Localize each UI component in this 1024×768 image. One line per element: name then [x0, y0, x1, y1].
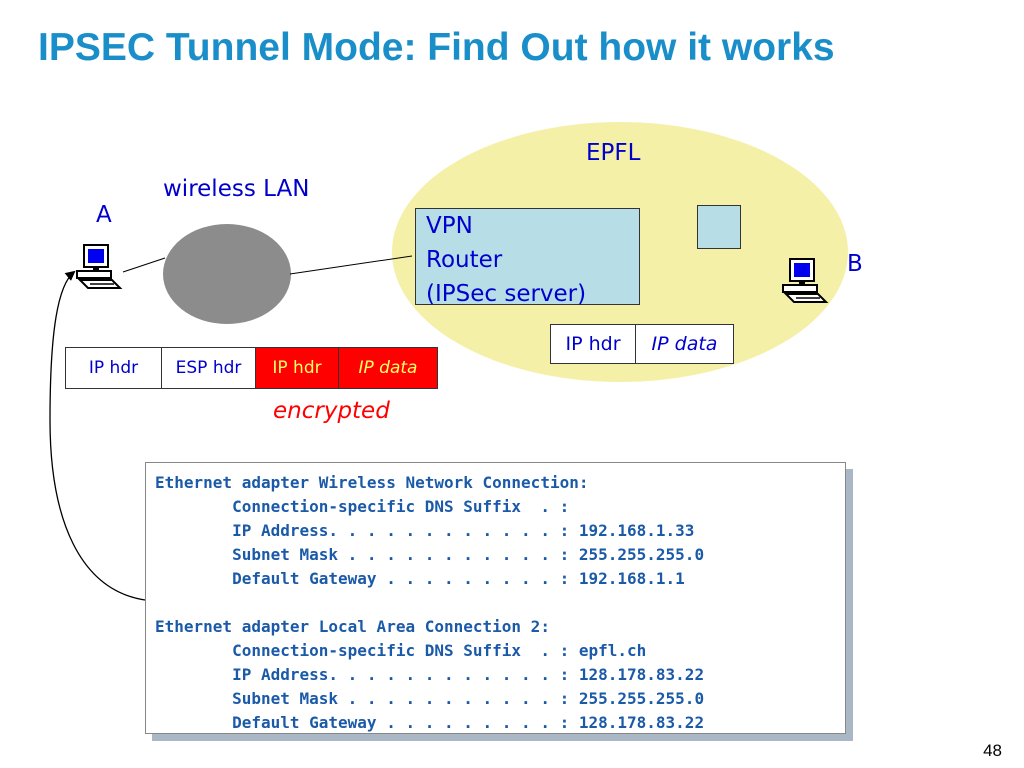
gateway-arrow — [49, 270, 146, 601]
esp-hdr: ESP hdr — [161, 348, 255, 388]
console-line: IP Address. . . . . . . . . . . . : 128.… — [155, 665, 705, 684]
console-line: Ethernet adapter Wireless Network Connec… — [155, 473, 589, 492]
epfl-label: EPFL — [586, 140, 641, 166]
slide-title: IPSEC Tunnel Mode: Find Out how it works — [38, 26, 835, 69]
computer-a-icon — [76, 244, 123, 289]
inner-packet: IP hdr IP data — [550, 324, 734, 364]
link-a-to-wlan — [122, 257, 166, 273]
wireless-lan-label: wireless LAN — [163, 176, 310, 202]
encrypted-ip-data: IP data — [338, 348, 437, 388]
console-line: IP Address. . . . . . . . . . . . : 192.… — [155, 521, 695, 540]
console-line: Default Gateway . . . . . . . . . : 192.… — [155, 569, 685, 588]
encrypted-label: encrypted — [273, 398, 390, 424]
console-line — [155, 591, 845, 615]
console-line: Subnet Mask . . . . . . . . . . . : 255.… — [155, 545, 705, 564]
link-wlan-to-router — [289, 255, 413, 275]
router-line-3: (IPSec server) — [426, 281, 587, 307]
epfl-server-box — [697, 205, 741, 249]
encrypted-ip-hdr: IP hdr — [255, 348, 338, 388]
inner-ip-data: IP data — [635, 325, 733, 363]
console-line: Subnet Mask . . . . . . . . . . . : 255.… — [155, 689, 705, 708]
inner-ip-hdr: IP hdr — [565, 333, 621, 355]
vpn-router-box: VPN Router (IPSec server) — [415, 208, 640, 307]
router-line-1: VPN — [426, 213, 473, 239]
outer-ip-hdr: IP hdr — [88, 358, 139, 378]
router-line-2: Router — [426, 247, 503, 273]
wireless-lan-cloud — [163, 224, 291, 324]
console-line: Connection-specific DNS Suffix . : — [155, 497, 570, 516]
page-number: 48 — [983, 741, 1002, 760]
console-line: Ethernet adapter Local Area Connection 2… — [155, 617, 550, 636]
host-a-label: A — [96, 202, 112, 228]
computer-b-icon — [782, 258, 829, 303]
tunnel-packet: IP hdr ESP hdr IP hdr IP data — [65, 347, 438, 389]
host-b-label: B — [847, 251, 863, 277]
ipconfig-output: Ethernet adapter Wireless Network Connec… — [145, 462, 846, 734]
console-line: Default Gateway . . . . . . . . . : 128.… — [155, 713, 705, 732]
console-line: Connection-specific DNS Suffix . : epfl.… — [155, 641, 647, 660]
